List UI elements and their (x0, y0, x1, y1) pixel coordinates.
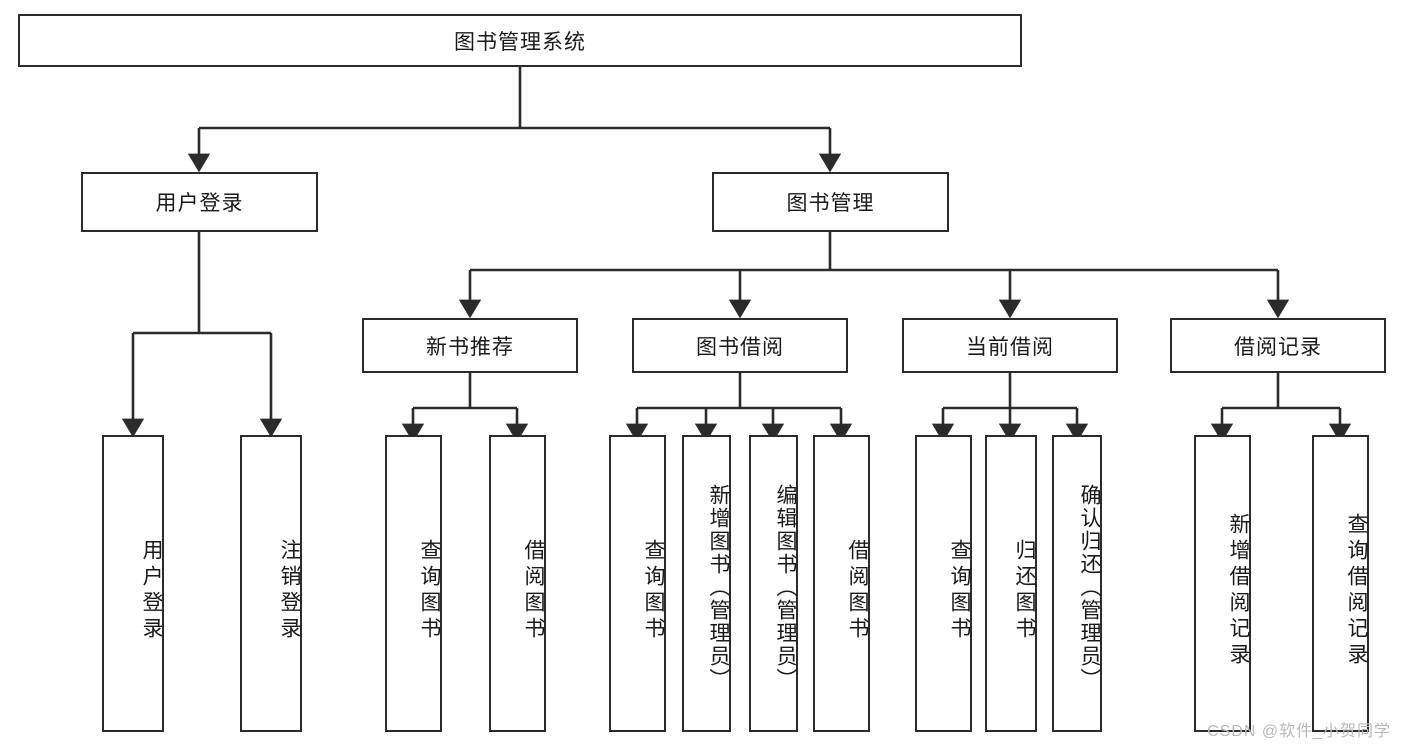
node-borrow-records[interactable]: 借阅记录 (1170, 318, 1386, 373)
leaf-records-query-record[interactable]: 查询借阅记录 (1312, 435, 1369, 732)
node-book-management[interactable]: 图书管理 (712, 172, 949, 232)
node-book-borrow[interactable]: 图书借阅 (632, 318, 848, 373)
leaf-borrow-edit-book-admin[interactable]: 编辑图书（管理员） (749, 435, 798, 732)
node-user-login[interactable]: 用户登录 (81, 172, 318, 232)
leaf-recommend-query-book[interactable]: 查询图书 (385, 435, 442, 732)
leaf-borrow-borrow-book[interactable]: 借阅图书 (813, 435, 870, 732)
leaf-user-login-signin[interactable]: 用户登录 (102, 435, 164, 732)
leaf-current-confirm-return-admin[interactable]: 确认归还（管理员） (1052, 435, 1102, 732)
csdn-watermark: CSDN @软件_小贺同学 (1207, 723, 1391, 740)
leaf-borrow-add-book-admin[interactable]: 新增图书（管理员） (682, 435, 731, 732)
node-new-book-recommend[interactable]: 新书推荐 (362, 318, 578, 373)
leaf-user-login-signout[interactable]: 注销登录 (240, 435, 302, 732)
node-current-borrow[interactable]: 当前借阅 (902, 318, 1118, 373)
leaf-records-add-record[interactable]: 新增借阅记录 (1194, 435, 1251, 732)
leaf-current-return-book[interactable]: 归还图书 (985, 435, 1037, 732)
node-root-system[interactable]: 图书管理系统 (18, 14, 1022, 67)
leaf-recommend-borrow-book[interactable]: 借阅图书 (489, 435, 546, 732)
leaf-borrow-query-book[interactable]: 查询图书 (609, 435, 666, 732)
leaf-current-query-book[interactable]: 查询图书 (915, 435, 972, 732)
